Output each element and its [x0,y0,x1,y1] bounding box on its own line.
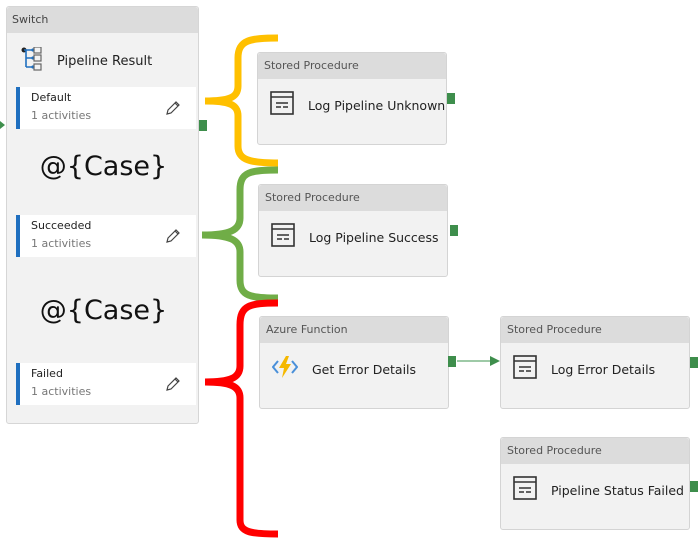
activity-body: Log Error Details [513,355,655,383]
activity-type: Stored Procedure [258,53,446,79]
case-expression-annotation: @{Case} [39,151,168,182]
stored-procedure-icon [513,355,537,383]
case-succeeded[interactable]: Succeeded 1 activities [16,215,196,257]
activity-body: Pipeline Status Failed [513,476,684,504]
activity-type: Azure Function [260,317,448,343]
case-indicator [16,87,20,129]
activity-type: Stored Procedure [501,317,689,343]
activity-type: Stored Procedure [501,438,689,464]
case-expression-annotation: @{Case} [39,295,168,326]
case-indicator [16,215,20,257]
activity-output-port[interactable] [447,93,455,104]
case-name: Succeeded [31,219,92,232]
activity-log-pipeline-unknown[interactable]: Stored Procedure Log Pipeline Unknown [257,52,447,145]
case-count: 1 activities [31,385,92,398]
switch-output-port[interactable] [199,120,207,131]
pencil-icon[interactable] [164,375,182,393]
activity-body: Get Error Details [271,355,417,383]
switch-name: Pipeline Result [57,53,153,69]
activity-get-error-details[interactable]: Azure Function Get Error Details [259,316,449,409]
activity-type: Stored Procedure [259,185,447,211]
stored-procedure-icon [271,223,295,251]
case-name: Default [31,91,72,104]
succeeded-brace [201,166,279,302]
pencil-icon[interactable] [164,99,182,117]
switch-title: Pipeline Result [21,46,153,75]
activity-output-port[interactable] [690,357,698,368]
case-default[interactable]: Default 1 activities [16,87,196,129]
activity-output-port[interactable] [690,481,698,492]
arrowhead-icon [490,356,500,366]
case-count: 1 activities [31,237,92,250]
activity-output-port[interactable] [448,356,456,367]
switch-activity[interactable]: Switch Pipeline Result Default 1 activit… [6,6,199,424]
activity-log-error-details[interactable]: Stored Procedure Log Error Details [500,316,690,409]
case-indicator [16,363,20,405]
activity-name: Pipeline Status Failed [551,482,684,498]
stored-procedure-icon [270,91,294,119]
case-name: Failed [31,367,63,380]
activity-body: Log Pipeline Success [271,223,439,251]
failed-brace [204,299,279,538]
activity-pipeline-status-failed[interactable]: Stored Procedure Pipeline Status Failed [500,437,690,530]
activity-name: Log Error Details [551,361,656,377]
case-count: 1 activities [31,109,92,122]
activity-name: Log Pipeline Success [309,229,439,245]
case-failed[interactable]: Failed 1 activities [16,363,196,405]
azure-function-icon [271,355,299,383]
switch-header: Switch [7,7,198,33]
activity-output-port[interactable] [450,225,458,236]
activity-body: Log Pipeline Unknown [270,91,445,119]
default-brace [204,34,279,167]
activity-log-pipeline-success[interactable]: Stored Procedure Log Pipeline Success [258,184,448,277]
stored-procedure-icon [513,476,537,504]
activity-name: Get Error Details [312,361,417,377]
pencil-icon[interactable] [164,227,182,245]
switch-icon [21,46,43,75]
incoming-arrow-icon [0,121,5,129]
activity-name: Log Pipeline Unknown [308,97,446,113]
